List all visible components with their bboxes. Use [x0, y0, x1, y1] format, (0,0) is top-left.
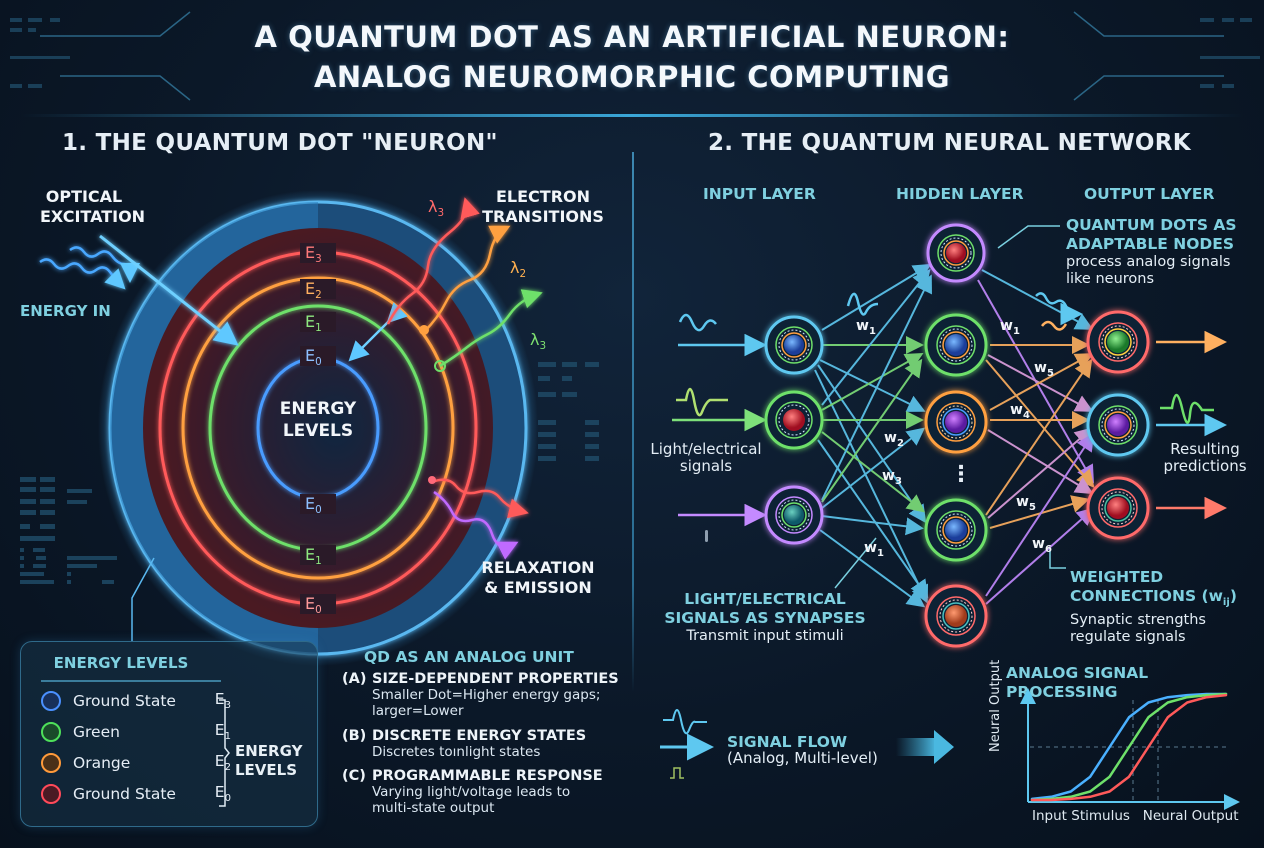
energy-in-label: ENERGY IN [20, 302, 111, 320]
analog-unit-item-a: (A)SIZE-DEPENDENT PROPERTIES Smaller Dot… [342, 671, 619, 719]
adaptable-nodes-callout: QUANTUM DOTS AS ADAPTABLE NODES process … [1066, 216, 1237, 287]
weight-label-w4: w4 [1010, 402, 1030, 421]
header-divider [20, 114, 1244, 117]
wavelength-lambda2: λ2 [510, 258, 527, 281]
signal-flow-desc: (Analog, Multi-level) [727, 749, 878, 767]
chart-y-axis-label: Neural Output [988, 659, 1003, 752]
legend-row-orange-e2: Orange E2 [41, 751, 231, 775]
ring-label-e0: E0 [305, 346, 322, 369]
weight-label-w1-a: w1 [856, 318, 876, 337]
wavelength-lambda3-top: λ3 [428, 197, 445, 220]
main-title-line-1: A QUANTUM DOT AS AN ARTIFICIAL NEURON: [254, 20, 1010, 54]
analog-unit-item-b: (B)DISCRETE ENERGY STATES Discretes toın… [342, 728, 587, 760]
quantum-dot-diagram [39, 190, 543, 666]
green-dot-icon [41, 722, 61, 742]
weighted-connections-callout: WEIGHTED CONNECTIONS (wij) Synaptic stre… [1070, 568, 1237, 646]
ring-label-e3: E3 [305, 243, 322, 266]
ring-label-lower-e1: E1 [305, 545, 322, 568]
output-layer-heading: OUTPUT LAYER [1084, 185, 1215, 203]
wavelength-lambda3-green: λ3 [530, 330, 547, 353]
weight-label-w1-b: w1 [864, 540, 884, 559]
ring-label-lower-e0-outer: E0 [305, 594, 322, 617]
sigmoid-curve-red [1030, 693, 1228, 802]
synapses-callout: LIGHT/ELECTRICAL SIGNALS AS SYNAPSES Tra… [664, 590, 866, 644]
ellipsis-icon: ⋮ [950, 462, 972, 487]
analog-unit-item-c: (C)PROGRAMMABLE RESPONSE Varying light/v… [342, 768, 603, 816]
optical-excitation-label: OPTICAL EXCITATION [40, 187, 146, 226]
hidden-layer-heading: HIDDEN LAYER [896, 185, 1024, 203]
legend-title: ENERGY LEVELS [53, 654, 189, 672]
legend-side-label: ENERGY LEVELS [235, 742, 303, 779]
weight-label-w1-c: w1 [1000, 318, 1020, 337]
legend-separator [41, 680, 221, 682]
input-signals-label: Light/electrical signals [650, 440, 762, 475]
section2-heading: 2. THE QUANTUM NEURAL NETWORK [708, 130, 1191, 156]
sigmoid-curve-green [1030, 692, 1228, 802]
electron-transitions-label: ELECTRON TRANSITIONS [482, 187, 604, 226]
ring-label-e1: E1 [305, 312, 322, 335]
weight-label-w6: w6 [1032, 536, 1052, 555]
weight-label-w5-a: w5 [1034, 360, 1054, 379]
center-energy-levels-label: ENERGY LEVELS [279, 399, 357, 441]
signal-flow-title: SIGNAL FLOW [727, 733, 848, 751]
resulting-predictions-label: Resulting predictions [1163, 440, 1247, 475]
weight-label-w3: w3 [882, 468, 902, 487]
section-divider [632, 152, 634, 692]
input-layer-heading: INPUT LAYER [703, 185, 816, 203]
energy-levels-legend: ENERGY LEVELS Ground State E3 Green E1 O… [20, 641, 318, 827]
section1-heading: 1. THE QUANTUM DOT "NEURON" [62, 130, 498, 156]
input-node-1 [764, 315, 824, 375]
main-title-line-2: ANALOG NEUROMORPHIC COMPUTING [313, 60, 951, 94]
ring-label-e2: E2 [305, 279, 322, 302]
red-dot-icon [41, 784, 61, 804]
blue-dot-icon [41, 691, 61, 711]
legend-row-green-e1: Green E1 [41, 720, 231, 744]
sigmoid-curve-blue [1030, 692, 1228, 801]
weight-label-w5-b: w5 [1016, 494, 1036, 513]
ring-label-lower-e0: E0 [305, 494, 322, 517]
analog-unit-title: QD AS AN ANALOG UNIT [364, 648, 574, 666]
weight-label-w2: w2 [884, 430, 904, 449]
chart-x-axis-label: Input Stimulus Neural Output [1032, 808, 1239, 824]
legend-row-ground-e0: Ground State E0 [41, 782, 231, 806]
brace-icon [219, 699, 230, 807]
orange-dot-icon [41, 753, 61, 773]
relaxation-emission-label: RELAXATION & EMISSION [481, 558, 595, 597]
